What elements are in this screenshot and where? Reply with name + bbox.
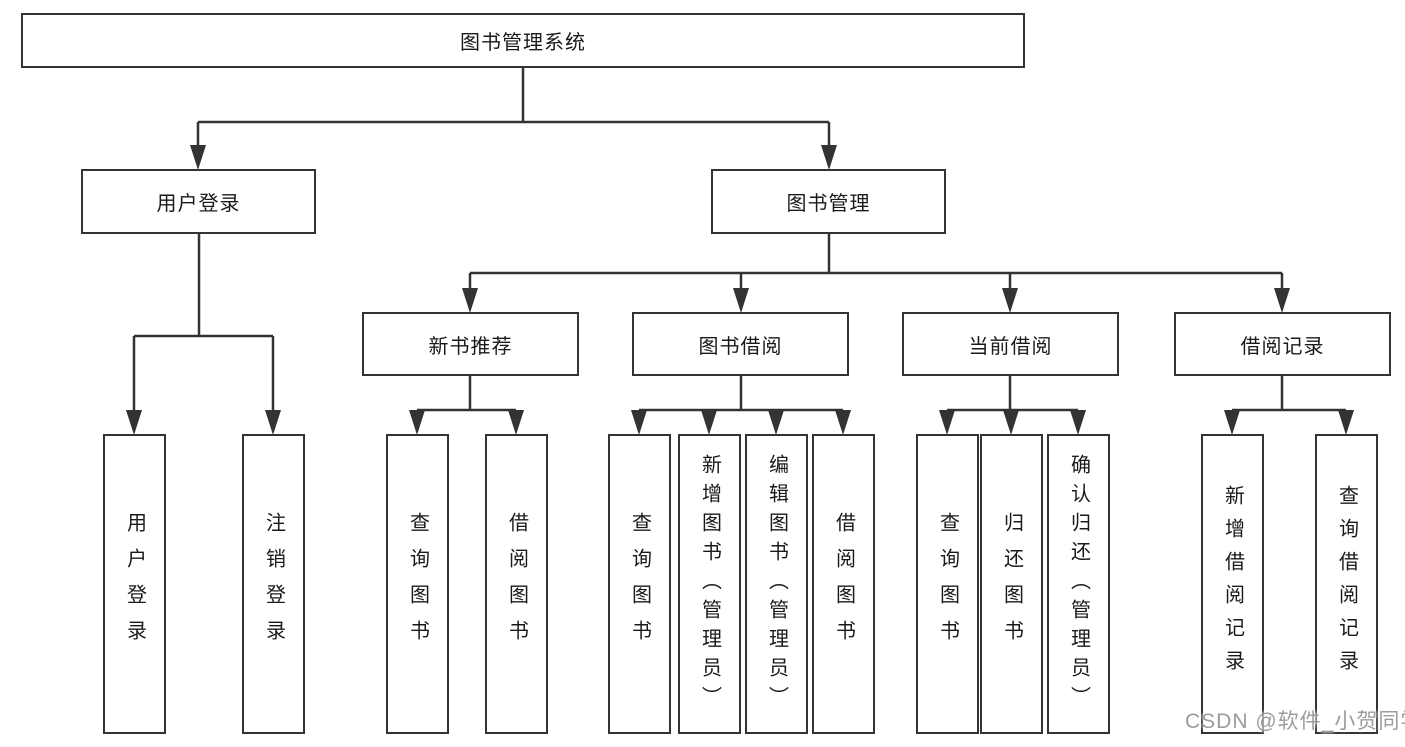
leaf-user-login: 用户登录 xyxy=(103,434,166,734)
leaf-edit-books-admin: 编辑图书（管理员） xyxy=(745,434,808,734)
leaf-query-books-current: 查询图书 xyxy=(916,434,979,734)
leaf-borrow-books-recommend: 借阅图书 xyxy=(485,434,548,734)
csdn-watermark: CSDN @软件_小贺同学 xyxy=(1185,710,1405,733)
leaf-query-borrow-record: 查询借阅记录 xyxy=(1315,434,1378,734)
node-book-borrowing: 图书借阅 xyxy=(632,312,849,376)
leaf-add-books-admin: 新增图书（管理员） xyxy=(678,434,741,734)
arrowheads xyxy=(126,145,1354,435)
leaf-logout: 注销登录 xyxy=(242,434,305,734)
leaf-query-books-borrowing: 查询图书 xyxy=(608,434,671,734)
node-borrowing-records: 借阅记录 xyxy=(1174,312,1391,376)
leaf-query-books-recommend: 查询图书 xyxy=(386,434,449,734)
node-library-management-system: 图书管理系统 xyxy=(21,13,1025,68)
leaf-confirm-return-admin: 确认归还（管理员） xyxy=(1047,434,1110,734)
node-book-management: 图书管理 xyxy=(711,169,946,234)
leaf-return-books: 归还图书 xyxy=(980,434,1043,734)
node-user-login: 用户登录 xyxy=(81,169,316,234)
node-current-borrowing: 当前借阅 xyxy=(902,312,1119,376)
leaf-borrow-books: 借阅图书 xyxy=(812,434,875,734)
node-new-book-recommend: 新书推荐 xyxy=(362,312,579,376)
leaf-add-borrow-record: 新增借阅记录 xyxy=(1201,434,1264,734)
